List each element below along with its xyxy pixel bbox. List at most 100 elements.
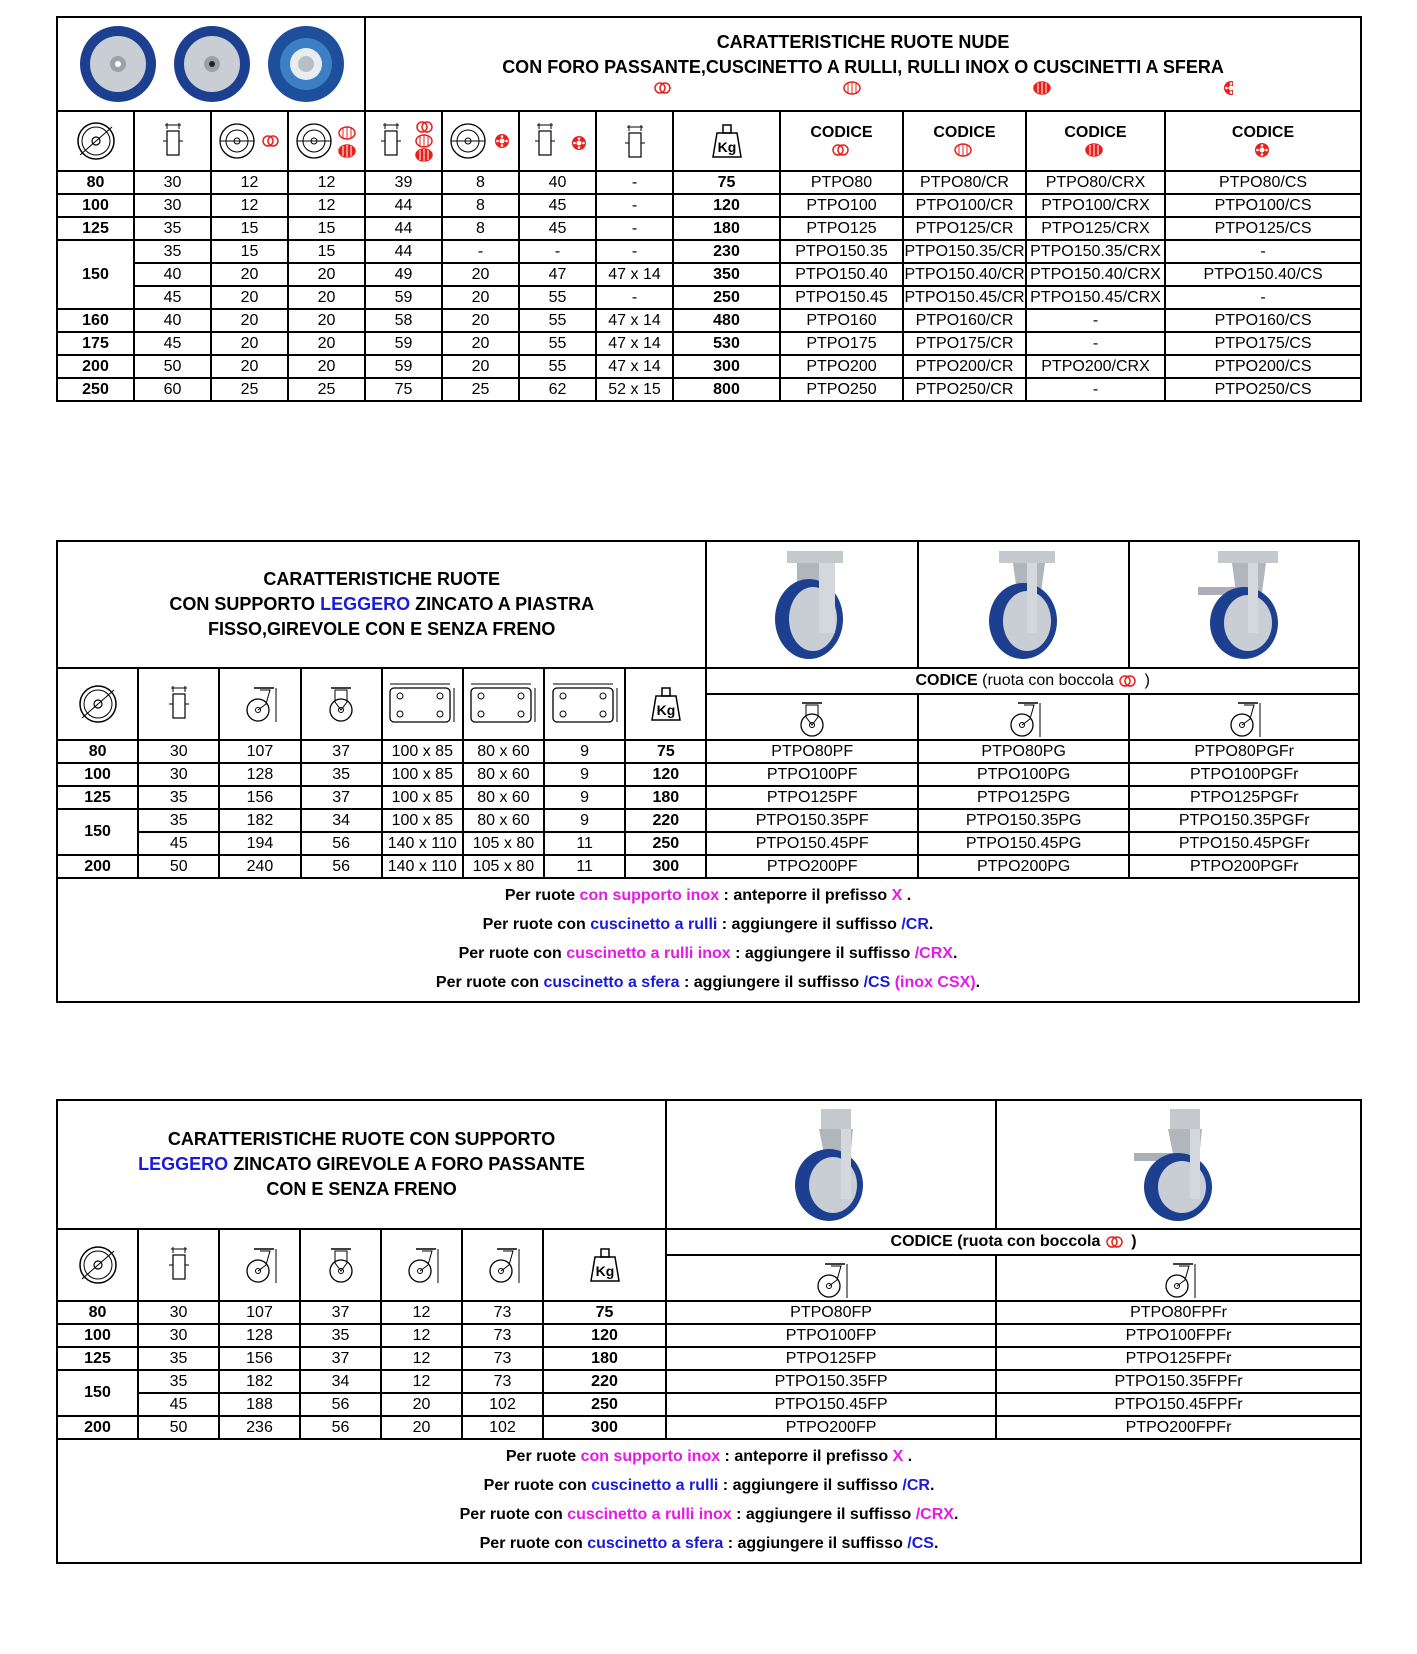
cell-w: 30 (133, 170, 212, 195)
cell-c3: PTPO150.45PGFr (1128, 831, 1360, 856)
swivel-brake-caster-icon (1164, 1263, 1196, 1298)
cell-r: 9 (543, 808, 627, 833)
bolt-brake-caster-photo (995, 1099, 1363, 1230)
code-header-rollerx: CODICE (1025, 110, 1166, 172)
fixed-caster-image (775, 551, 844, 659)
table3-title: CARATTERISTICHE RUOTE CON SUPPORTO LEGGE… (55, 1099, 668, 1230)
wheel-width-icon (168, 685, 190, 719)
cell-b: 12 (287, 170, 366, 195)
cell-c1: PTPO160 (779, 308, 904, 333)
swivel-brake-caster-header (995, 1254, 1363, 1302)
plate-size-icon (389, 683, 455, 723)
cell-q: 80 x 60 (461, 762, 546, 787)
cell-c1: PTPO80 (779, 170, 904, 195)
cell-c1: PTPO200FP (665, 1415, 998, 1440)
cell-diameter: 150 (56, 239, 135, 310)
cell-c3: PTPO200PGFr (1128, 854, 1360, 879)
table-bolt-hole-casters: CARATTERISTICHE RUOTE CON SUPPORTO LEGGE… (55, 1099, 1363, 1564)
cell-c2: PTPO150.45/CR (902, 285, 1027, 310)
cell-a: 20 (210, 331, 289, 356)
swivel-caster-header (916, 693, 1131, 741)
cell-h: 156 (218, 785, 302, 810)
cell-c1: PTPO150.40 (779, 262, 904, 287)
cell-h: 182 (218, 1369, 301, 1394)
cell-f: 55 (518, 354, 597, 379)
cell-p: 100 x 85 (380, 762, 464, 787)
table-plate-casters: CARATTERISTICHE RUOTE CON SUPPORTO LEGGE… (55, 540, 1360, 1003)
cell-c3: PTPO80/CRX (1025, 170, 1166, 195)
cell-w: 50 (133, 354, 212, 379)
hub-roller-header (287, 110, 366, 172)
cell-p: 20 (380, 1415, 463, 1440)
cell-c1: PTPO125 (779, 216, 904, 241)
fixed-caster-photo (705, 540, 919, 669)
cell-c2: PTPO200PG (916, 854, 1131, 879)
cell-c3: PTPO150.35/CRX (1025, 239, 1166, 264)
cell-a: 12 (210, 193, 289, 218)
swivel-brake-caster-photo (1128, 540, 1360, 669)
cell-o: 56 (299, 831, 383, 856)
cell-diameter: 125 (55, 785, 140, 810)
cell-e: 25 (441, 377, 520, 402)
cell-c1: PTPO125FP (665, 1346, 998, 1371)
code-header-roller: CODICE (902, 110, 1027, 172)
cell-c1: PTPO200PF (705, 854, 919, 879)
cell-e: 8 (441, 193, 520, 218)
cell-h: 128 (218, 762, 302, 787)
cell-p: 100 x 85 (380, 785, 464, 810)
cell-h: 240 (218, 854, 302, 879)
cell-c4: - (1163, 285, 1363, 310)
cell-diameter: 160 (56, 308, 135, 333)
cell-w: 30 (137, 762, 221, 787)
cell-c: 49 (364, 262, 443, 287)
cell-c3: PTPO100PGFr (1128, 762, 1360, 787)
swivel-brake-caster-header (1128, 693, 1360, 741)
cell-e: 20 (441, 285, 520, 310)
cell-r: 11 (543, 831, 627, 856)
cell-w: 30 (137, 1323, 220, 1348)
cell-kg: 75 (624, 739, 708, 764)
cell-w: 35 (133, 216, 212, 241)
cell-w: 30 (137, 1300, 220, 1325)
cell-o: 56 (299, 854, 383, 879)
cell-c2: PTPO125PG (916, 785, 1131, 810)
cell-w: 35 (137, 1346, 220, 1371)
cell-o: 37 (299, 1300, 382, 1325)
cell-a: 12 (210, 170, 289, 195)
cell-w: 30 (133, 193, 212, 218)
bushing-icon (1106, 1236, 1123, 1248)
cell-r: 9 (543, 785, 627, 810)
cell-c1: PTPO150.45FP (665, 1392, 998, 1417)
wheel-photos (80, 26, 344, 102)
cell-e: 20 (441, 331, 520, 356)
caster-height-icon (246, 687, 277, 723)
wheel-diameter-icon (76, 122, 115, 160)
cell-h: 128 (218, 1323, 301, 1348)
cell-p: 12 (380, 1369, 463, 1394)
bearing-size-icon (623, 124, 646, 158)
swivel-caster-header (665, 1254, 998, 1302)
table3-title-line1: CARATTERISTICHE RUOTE CON SUPPORTO (167, 1129, 556, 1149)
cell-kg: 300 (672, 354, 781, 379)
weight-icon: Kg (711, 124, 742, 158)
cell-w: 35 (133, 239, 212, 264)
cell-o: 37 (299, 785, 383, 810)
cell-c1: PTPO100 (779, 193, 904, 218)
table1-title-line2: CON FORO PASSANTE,CUSCINETTO A RULLI, RU… (502, 57, 1224, 77)
cell-c: 39 (364, 170, 443, 195)
bolt-hole-caster-image (795, 1108, 864, 1221)
table2-title-line2: CON SUPPORTO LEGGERO ZINCATO A PIASTRA (169, 594, 595, 614)
ball-bearing-icon (1224, 81, 1234, 95)
bolt-hole-header (380, 1228, 463, 1302)
cell-o: 35 (299, 762, 383, 787)
cell-b: 20 (287, 331, 366, 356)
cell-h: 182 (218, 808, 302, 833)
